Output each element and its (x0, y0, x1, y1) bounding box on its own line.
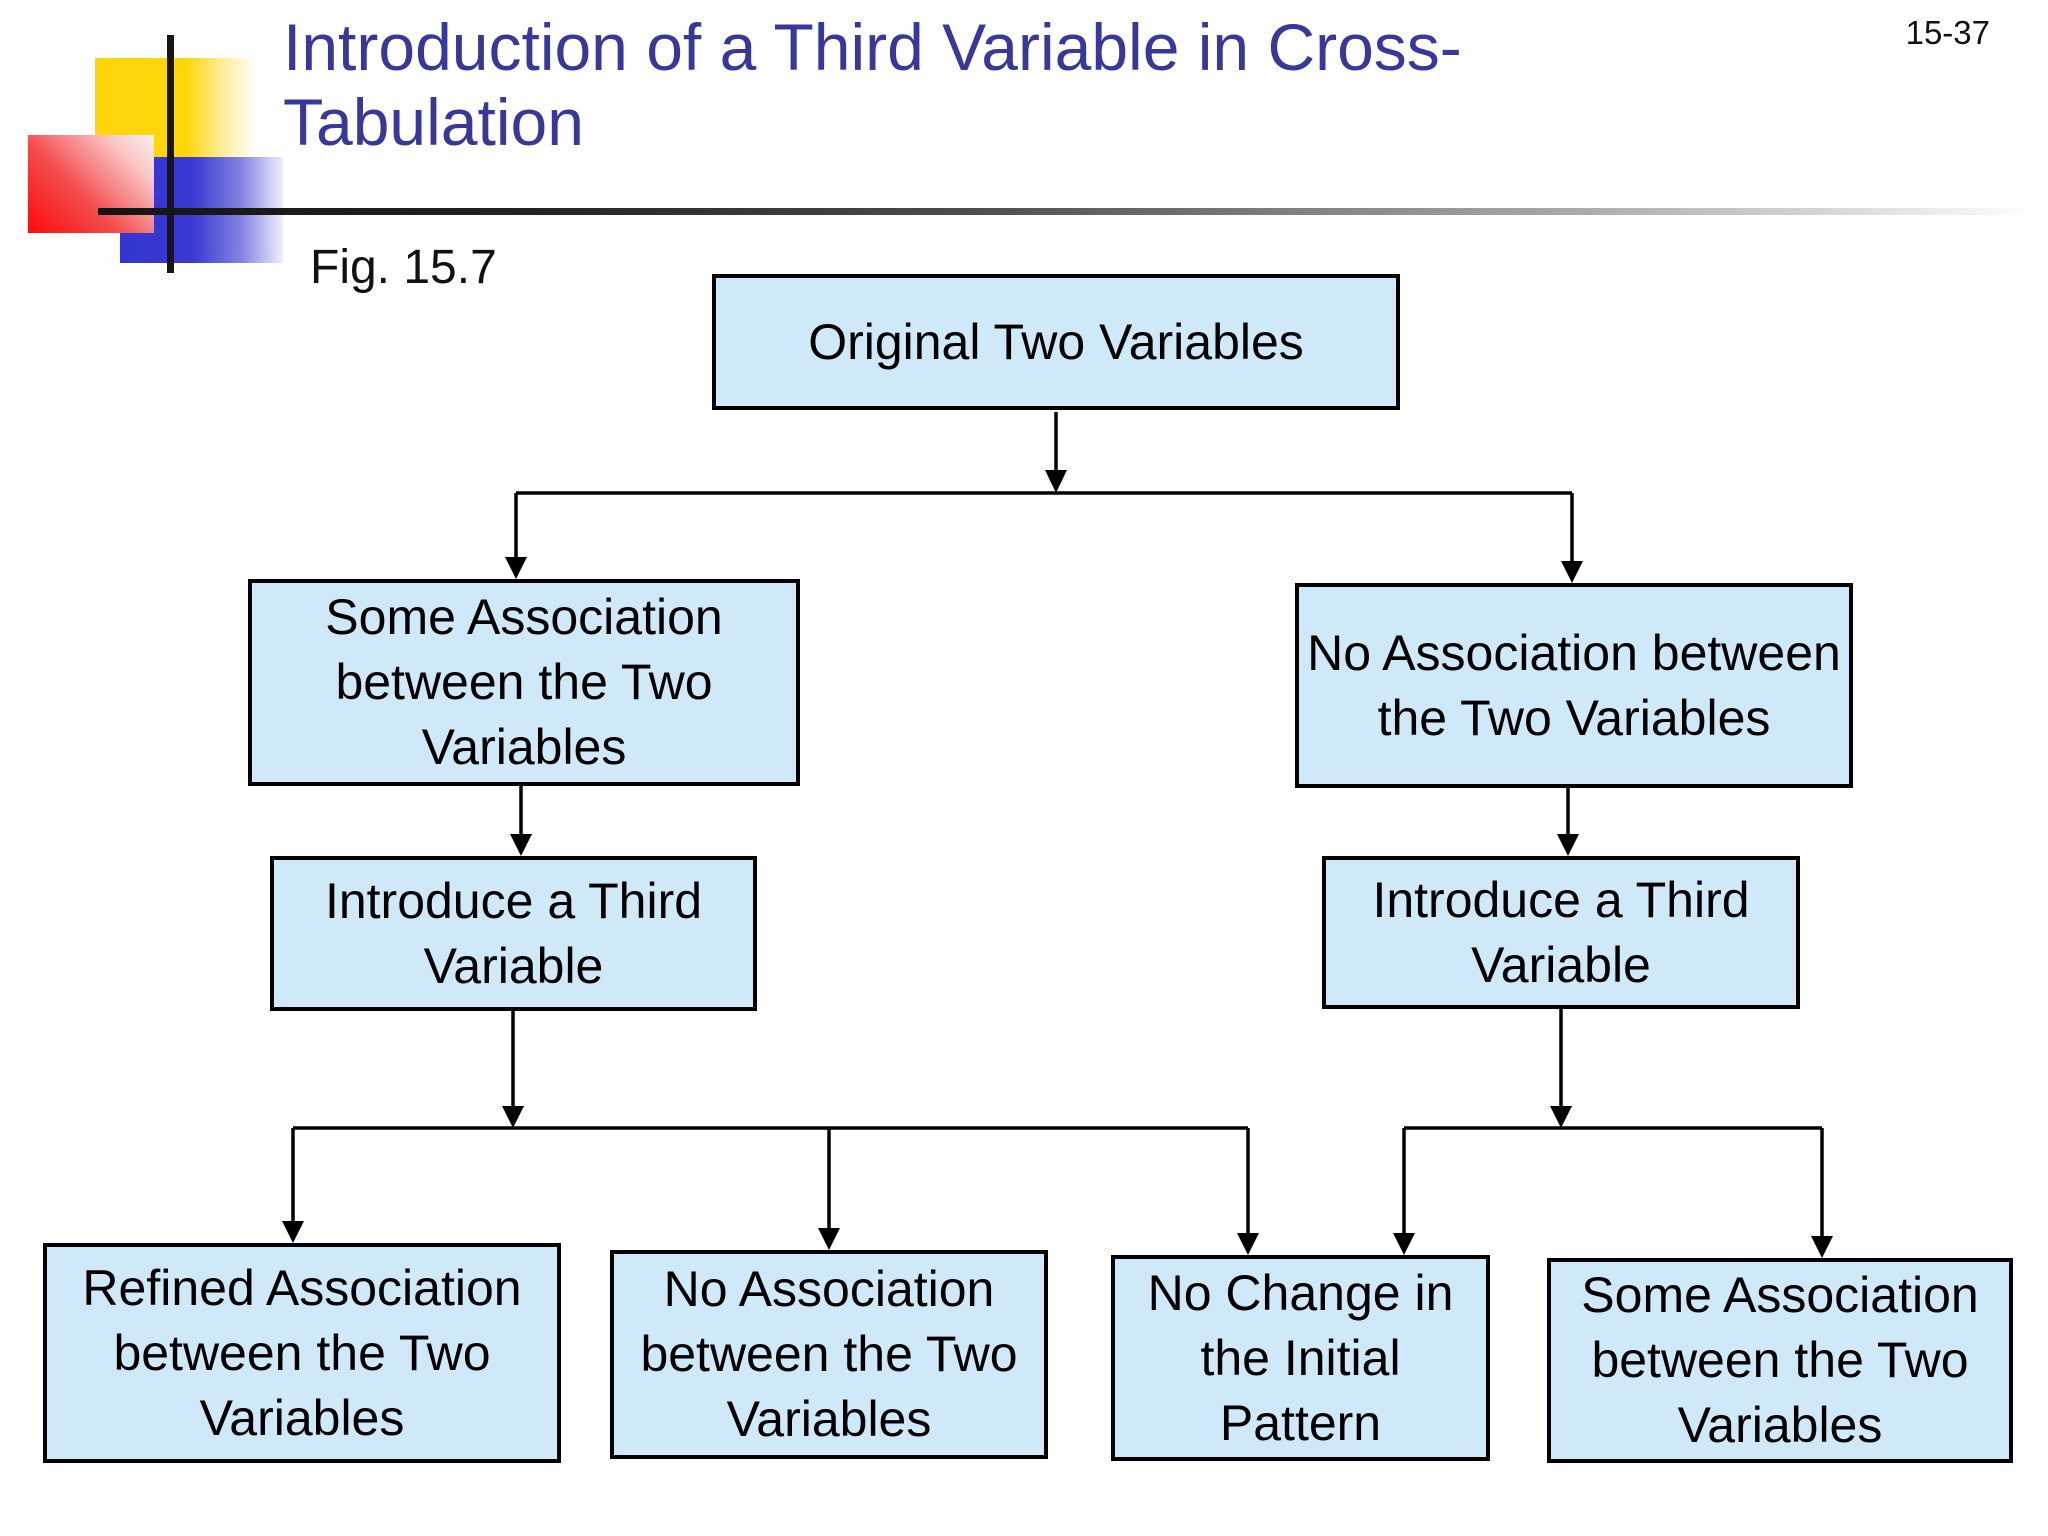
node-label: Introduce a Third Variable (1372, 871, 1750, 993)
node-label: No Change in the Initial Pattern (1147, 1264, 1454, 1451)
node-introduce-third-variable-right: Introduce a Third Variable (1322, 856, 1800, 1009)
connector-root-to-branches (505, 412, 1583, 583)
page-number: 15-37 (1905, 14, 1990, 51)
connector-no-association-to-introduce (1557, 788, 1579, 856)
node-label: Original Two Variables (808, 313, 1304, 370)
connector-some-association-to-introduce (510, 786, 532, 856)
title-separator-line (98, 208, 2048, 215)
node-label: Introduce a Third Variable (324, 872, 703, 994)
node-introduce-third-variable-left: Introduce a Third Variable (270, 856, 757, 1011)
figure-label: Fig. 15.7 (310, 241, 497, 294)
node-refined-association: Refined Association between the Two Vari… (43, 1243, 561, 1463)
node-some-association: Some Association between the Two Variabl… (248, 579, 800, 786)
node-label: Some Association between the Two Variabl… (1581, 1267, 1979, 1453)
node-label: Some Association between the Two Variabl… (325, 589, 723, 775)
node-label: Refined Association between the Two Vari… (82, 1259, 522, 1446)
node-label: No Association between the Two Variables (1307, 624, 1841, 746)
node-label: No Association between the Two Variables (640, 1261, 1018, 1447)
slide-title-line1: Introduction of a Third Variable in Cros… (283, 10, 1462, 84)
node-no-change-initial-pattern: No Change in the Initial Pattern (1111, 1255, 1490, 1461)
logo-red-square (28, 135, 154, 233)
slide-title: Introduction of a Third Variable in Cros… (283, 10, 1462, 159)
connector-introduce-left-to-outcomes (282, 1011, 1259, 1255)
node-some-association-outcome: Some Association between the Two Variabl… (1547, 1258, 2013, 1463)
logo-vertical-line (167, 35, 174, 273)
node-no-association: No Association between the Two Variables (1295, 583, 1853, 788)
node-no-association-outcome: No Association between the Two Variables (610, 1250, 1048, 1459)
connector-introduce-right-to-outcomes (1393, 1009, 1833, 1258)
node-original-two-variables: Original Two Variables (712, 274, 1400, 410)
slide-title-line2: Tabulation (283, 84, 584, 159)
